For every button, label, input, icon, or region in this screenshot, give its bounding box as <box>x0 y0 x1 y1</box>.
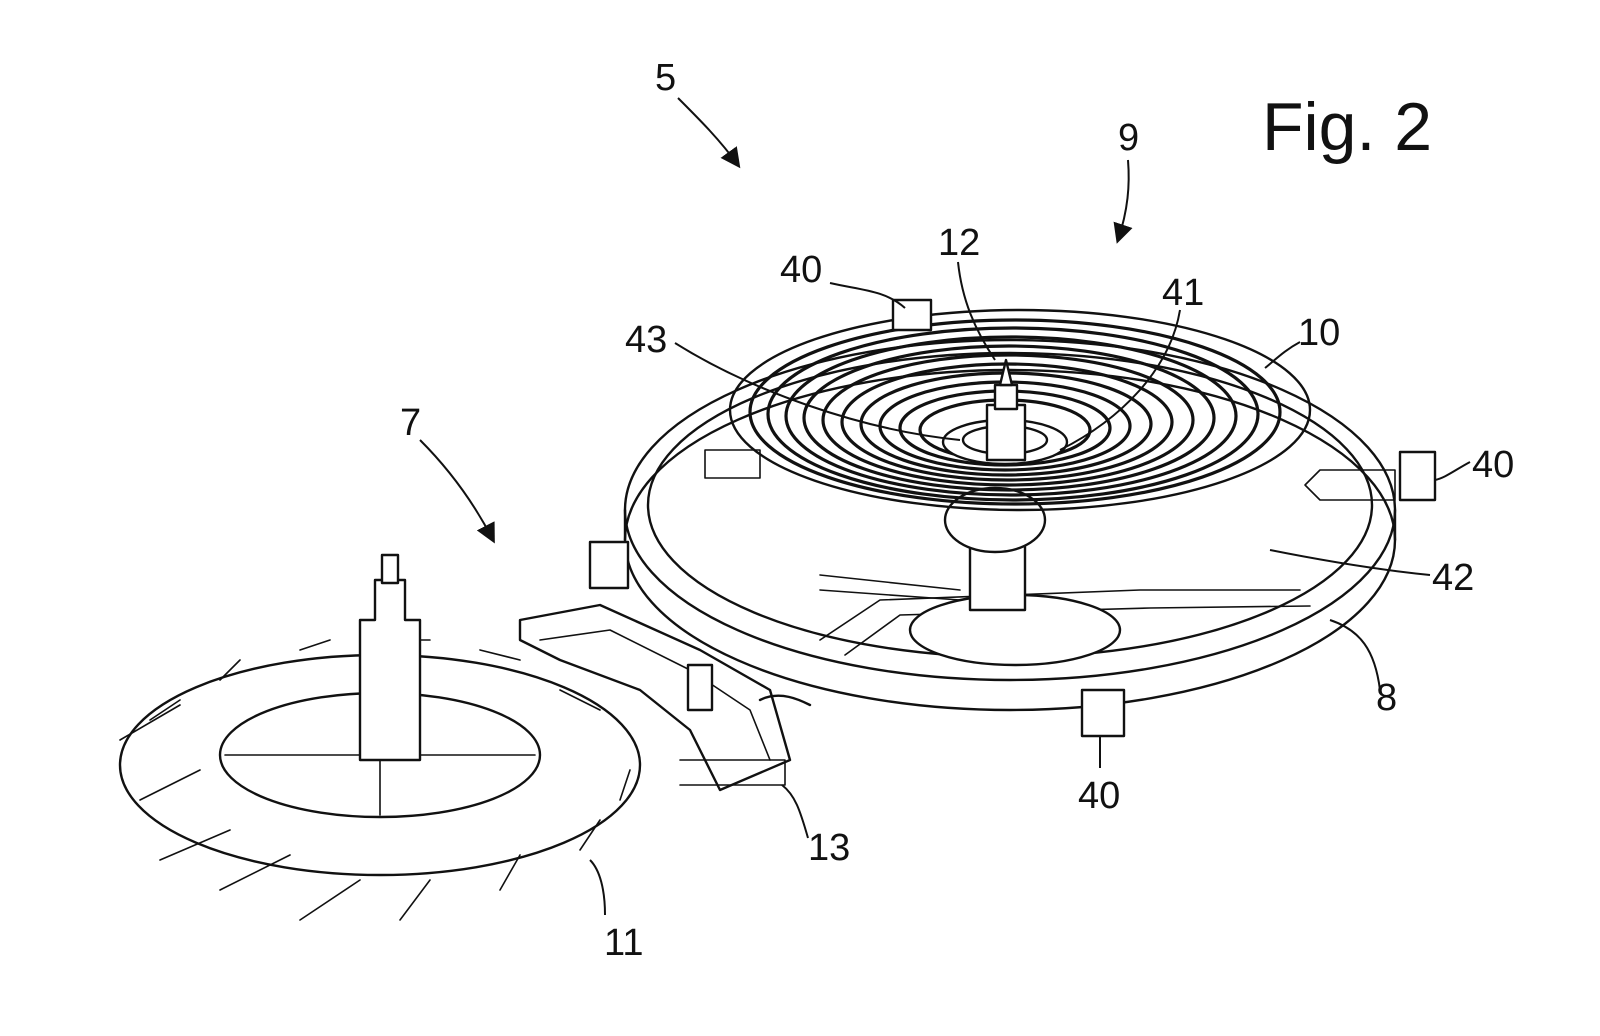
balance-assembly <box>588 298 1437 738</box>
hairspring-outer-coil <box>728 308 1312 512</box>
leader-12 <box>957 261 996 361</box>
label-40-top: 40 <box>780 249 822 291</box>
leader-42 <box>1269 549 1431 576</box>
pallet-fork-body <box>518 603 792 792</box>
balance-arm-left <box>704 449 761 479</box>
balance-staff <box>985 358 1027 462</box>
hairspring-coil-1 <box>748 318 1282 506</box>
rim-weight-right <box>1398 450 1437 502</box>
rim-weights <box>588 298 1437 738</box>
staff-pivot <box>998 358 1014 387</box>
escape-wheel-pivot <box>380 553 400 585</box>
impulse-pin-arm <box>819 574 961 601</box>
leader-40-right <box>1434 461 1471 481</box>
leader-41 <box>1059 309 1181 451</box>
assembly-arrows <box>419 97 1133 544</box>
leader-8 <box>1329 619 1381 691</box>
leader-43 <box>674 342 961 441</box>
label-11: 11 <box>604 922 643 964</box>
label-7: 7 <box>400 402 421 444</box>
escape-wheel <box>118 553 642 921</box>
leader-10 <box>1264 341 1301 369</box>
label-40-bottom: 40 <box>1078 775 1120 817</box>
rim-weight-bottom <box>1080 688 1126 738</box>
hairspring-coil-3 <box>784 335 1238 497</box>
label-40-right: 40 <box>1472 444 1514 486</box>
leader-lines <box>589 261 1471 916</box>
pallet-fork-curve <box>758 694 812 707</box>
rim-weight-top <box>891 298 933 332</box>
leader-11 <box>589 859 606 916</box>
label-41: 41 <box>1162 272 1204 314</box>
leader-13 <box>781 784 809 839</box>
staff-lower <box>985 403 1027 462</box>
label-43: 43 <box>625 319 667 361</box>
figure-title: Fig. 2 <box>1262 89 1432 165</box>
rim-weight-left <box>588 540 630 590</box>
staff-middle <box>993 383 1019 411</box>
hairspring-coil-4 <box>802 344 1216 492</box>
hairspring-coil-5 <box>821 353 1195 487</box>
hairspring-coil-2 <box>766 326 1260 502</box>
label-8: 8 <box>1376 677 1397 719</box>
arrow-5 <box>677 97 741 169</box>
label-12: 12 <box>938 222 980 264</box>
arrow-7 <box>419 439 495 544</box>
pallet-fork <box>518 603 812 792</box>
reference-labels: 5 9 7 12 40 41 43 10 40 42 8 40 13 11 <box>400 57 1514 964</box>
escape-wheel-arbor <box>358 578 422 762</box>
leader-40-top <box>829 282 906 309</box>
label-9: 9 <box>1118 117 1139 159</box>
pallet-fork-slot <box>679 759 786 786</box>
pallet-staff <box>686 663 714 712</box>
label-42: 42 <box>1432 557 1474 599</box>
label-13: 13 <box>808 827 850 869</box>
label-5: 5 <box>655 57 676 99</box>
balance-arm-right <box>1304 469 1396 501</box>
label-10: 10 <box>1298 312 1340 354</box>
arrow-9 <box>1113 159 1133 244</box>
